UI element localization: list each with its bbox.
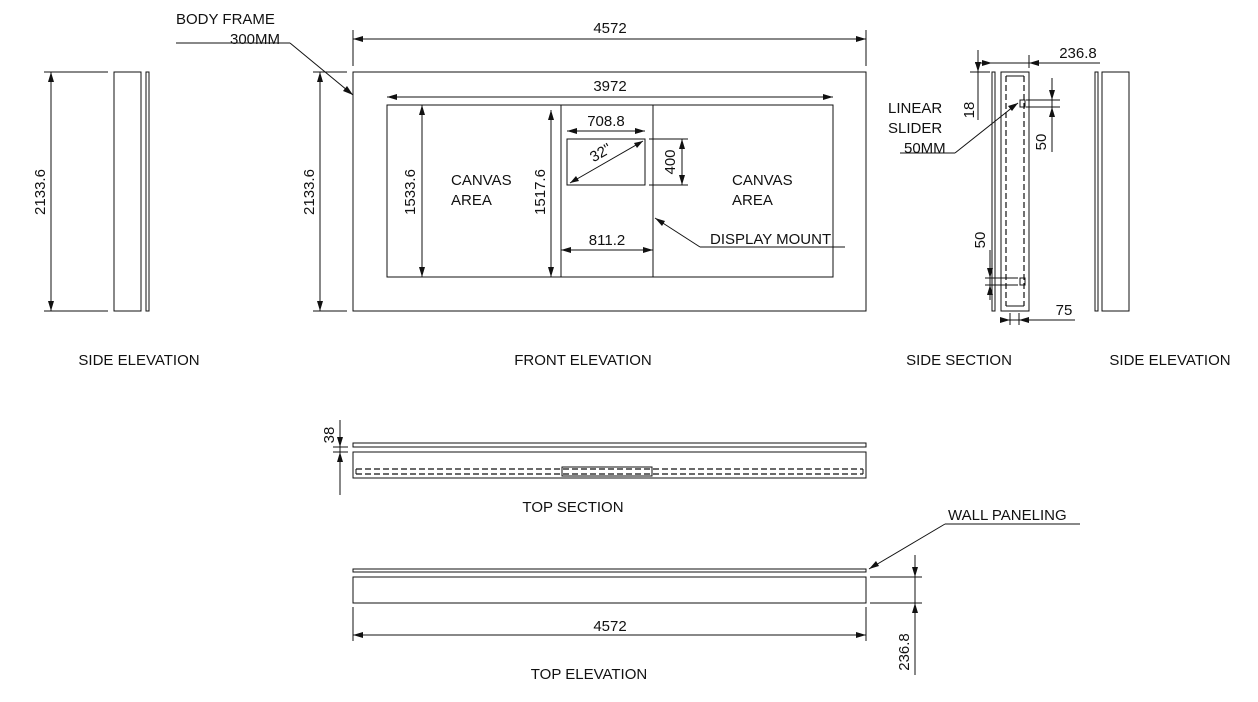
canvas-right-label-line2: AREA bbox=[732, 192, 773, 209]
top-elevation-title: TOP ELEVATION bbox=[531, 666, 647, 683]
front-elevation-view: 32" 4572 3972 2133.6 1533.6 1517.6 bbox=[176, 11, 867, 369]
body-frame-label-line2: 300MM bbox=[230, 31, 280, 48]
inner-width-dimension: 3972 bbox=[593, 78, 626, 95]
slider-gap-dimension: 18 bbox=[961, 102, 978, 119]
screen-size-label: 32" bbox=[587, 140, 615, 166]
canvas-left-label-line2: AREA bbox=[451, 192, 492, 209]
overall-width-dimension: 4572 bbox=[593, 20, 626, 37]
linear-slider-label-line3: 50MM bbox=[904, 140, 946, 157]
side-section-view: 236.8 18 50 50 75 LINEAR SLIDER 50MM bbox=[888, 45, 1100, 369]
canvas-height-dimension: 1533.6 bbox=[402, 169, 419, 215]
linear-slider-label-line1: LINEAR bbox=[888, 100, 942, 117]
base-depth-dimension: 75 bbox=[1056, 302, 1073, 319]
front-elevation-title: FRONT ELEVATION bbox=[514, 352, 652, 369]
canvas-right-label-line1: CANVAS bbox=[732, 172, 793, 189]
top-elevation-width-dimension: 4572 bbox=[593, 618, 626, 635]
wall-paneling-label: WALL PANELING bbox=[948, 507, 1067, 524]
screen-height-dimension: 400 bbox=[662, 149, 679, 174]
body-frame-label-line1: BODY FRAME bbox=[176, 11, 275, 28]
side-depth-dimension: 236.8 bbox=[1059, 45, 1097, 62]
top-section-view: 38 TOP SECTION bbox=[321, 420, 867, 516]
side-elevation-right-title: SIDE ELEVATION bbox=[1109, 352, 1230, 369]
linear-slider-label-line2: SLIDER bbox=[888, 120, 942, 137]
mount-height-dimension: 1517.6 bbox=[532, 169, 549, 215]
side-elevation-left-view: 2133.6 SIDE ELEVATION bbox=[32, 71, 200, 369]
front-height-dimension: 2133.6 bbox=[301, 169, 318, 215]
display-mount-label: DISPLAY MOUNT bbox=[710, 231, 831, 248]
side-elevation-right-view: SIDE ELEVATION bbox=[1094, 71, 1231, 369]
top-section-title: TOP SECTION bbox=[522, 499, 623, 516]
side-section-title: SIDE SECTION bbox=[906, 352, 1012, 369]
top-elevation-view: WALL PANELING 4572 236.8 TOP ELEVATION bbox=[352, 507, 1080, 683]
canvas-left-label-line1: CANVAS bbox=[451, 172, 512, 189]
top-section-depth-dimension: 38 bbox=[321, 427, 338, 444]
slider-length-lower-dimension: 50 bbox=[972, 232, 989, 249]
slider-length-upper-dimension: 50 bbox=[1033, 134, 1050, 151]
side-elevation-left-title: SIDE ELEVATION bbox=[78, 352, 199, 369]
mount-width-dimension: 811.2 bbox=[589, 232, 625, 249]
side-height-dimension: 2133.6 bbox=[32, 169, 49, 215]
top-elevation-depth-dimension: 236.8 bbox=[896, 633, 913, 671]
screen-width-dimension: 708.8 bbox=[587, 113, 625, 130]
